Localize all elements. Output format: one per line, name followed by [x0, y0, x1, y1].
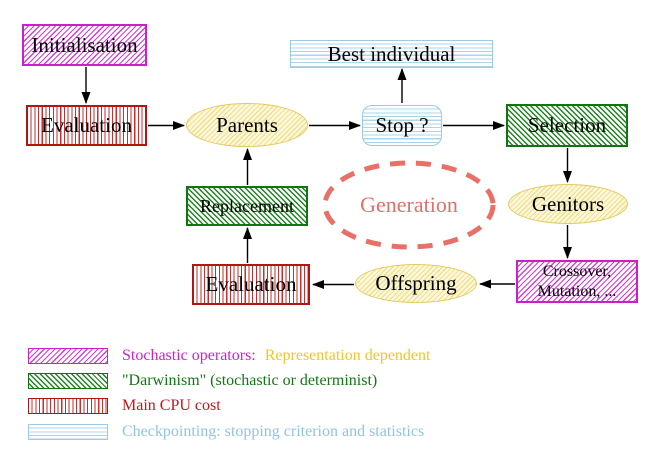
- node-crossover-label-line2: Mutation, ...: [537, 282, 617, 300]
- node-stop: Stop ?: [362, 105, 442, 146]
- legend-row-darwinism: "Darwinism" (stochastic or determinist): [28, 372, 377, 390]
- node-genitors-label: Genitors: [531, 191, 605, 216]
- legend-swatch-red-stripes: [28, 398, 108, 414]
- legend-swatch-cyan-stripes: [28, 424, 108, 440]
- legend-label-representation: Representation dependent: [264, 347, 431, 364]
- generation-label: Generation: [360, 192, 458, 217]
- legend-row-checkpointing: Checkpointing: stopping criterion and st…: [28, 423, 424, 441]
- legend-label-cpu-cost: Main CPU cost: [122, 397, 221, 414]
- node-selection: Selection: [506, 104, 628, 147]
- node-selection-label: Selection: [527, 113, 607, 138]
- node-best-individual: Best individual: [290, 40, 493, 68]
- node-crossover-mutation: Crossover, Mutation, ...: [516, 260, 638, 303]
- legend-row-stochastic: Stochastic operators: Representation dep…: [28, 347, 430, 365]
- node-evaluation-bottom-label: Evaluation: [205, 272, 297, 297]
- node-initialisation-label: Initialisation: [31, 32, 138, 57]
- legend-swatch-magenta-hatch: [28, 348, 108, 364]
- node-replacement-label: Replacement: [200, 195, 294, 216]
- node-offspring-label: Offspring: [375, 271, 457, 296]
- node-initialisation: Initialisation: [22, 24, 147, 66]
- node-evaluation-top-label: Evaluation: [41, 113, 132, 138]
- legend-row-cpu-cost: Main CPU cost: [28, 397, 221, 415]
- node-parents-label: Parents: [216, 112, 278, 137]
- node-parents: Parents: [186, 103, 308, 147]
- node-stop-label: Stop ?: [375, 113, 429, 138]
- node-genitors: Genitors: [508, 184, 628, 224]
- legend-label-stochastic: Stochastic operators:: [122, 347, 256, 364]
- node-crossover-label-line1: Crossover,: [542, 263, 612, 281]
- node-evaluation-top: Evaluation: [26, 105, 147, 146]
- node-replacement: Replacement: [186, 186, 308, 226]
- legend-swatch-green-hatch: [28, 373, 108, 389]
- legend-label-darwinism: "Darwinism" (stochastic or determinist): [122, 372, 378, 389]
- node-evaluation-bottom: Evaluation: [192, 264, 310, 305]
- node-offspring: Offspring: [355, 264, 477, 303]
- legend-label-checkpointing: Checkpointing: stopping criterion and st…: [122, 423, 425, 440]
- node-best-individual-label: Best individual: [327, 41, 456, 66]
